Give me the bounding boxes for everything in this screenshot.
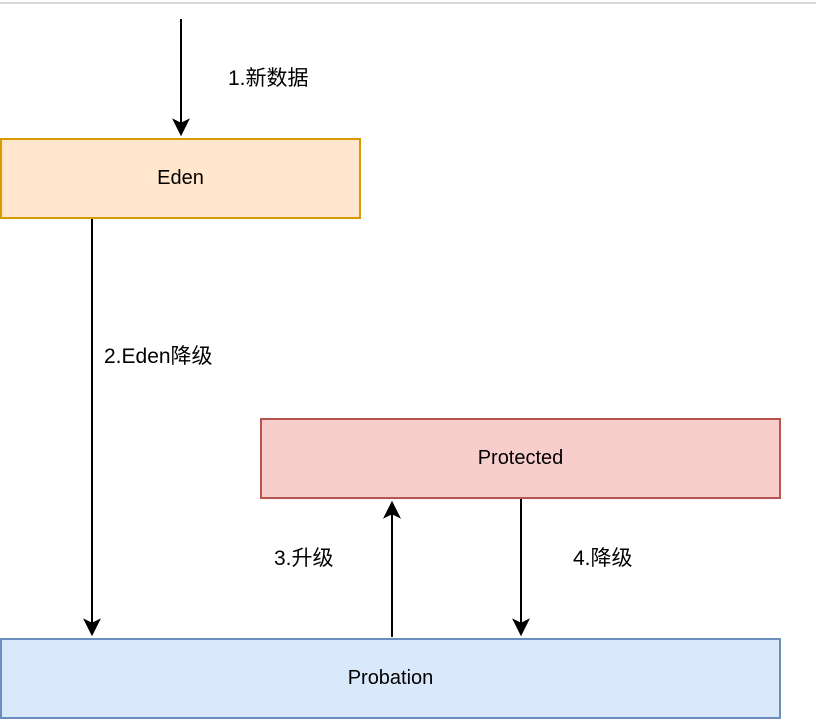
node-eden-label: Eden <box>157 167 204 189</box>
node-eden: Eden <box>0 138 361 219</box>
edge-label-eden-demote: 2.Eden降级 <box>104 344 213 370</box>
node-probation: Probation <box>0 638 781 719</box>
node-probation-label: Probation <box>347 667 434 689</box>
top-divider <box>0 2 816 4</box>
node-protected-label: Protected <box>477 447 564 469</box>
edge-label-new-data: 1.新数据 <box>228 66 309 92</box>
node-protected: Protected <box>260 418 781 499</box>
edge-label-demote: 4.降级 <box>573 546 633 572</box>
edge-label-promote: 3.升级 <box>274 546 334 572</box>
